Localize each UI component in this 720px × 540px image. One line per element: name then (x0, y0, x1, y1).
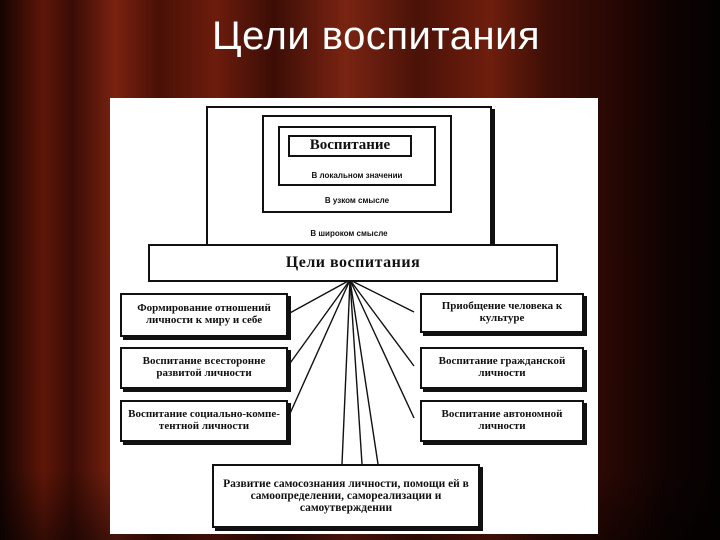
local-meaning-label: В локальном значении (311, 170, 403, 180)
right-goal-3: Воспитание автономной личности (420, 400, 584, 442)
left-goal-3: Воспитание социально-компе-тентной лично… (120, 400, 288, 442)
bottom-goal-label: Развитие самосознания личности, помощи е… (223, 477, 469, 515)
narrow-sense-label: В узком смысле (324, 195, 390, 205)
right-goal-2: Воспитание гражданской личности (420, 347, 584, 389)
left-goal-3-label: Воспитание социально-компе-тентной лично… (128, 408, 280, 432)
core-concept-box: Воспитание (288, 135, 412, 157)
bottom-goal: Развитие самосознания личности, помощи е… (212, 464, 480, 528)
broad-sense-label: В широком смысле (310, 228, 388, 238)
right-goal-1-label: Приобщение человека к культуре (441, 300, 563, 324)
left-goal-1: Формирование отношений личности к миру и… (120, 293, 288, 337)
right-goal-2-label: Воспитание гражданской личности (438, 355, 566, 379)
right-goal-1: Приобщение человека к культуре (420, 293, 584, 333)
center-goals-box: Цели воспитания (148, 244, 558, 282)
right-goal-3-label: Воспитание автономной личности (441, 408, 563, 432)
left-goal-1-label: Формирование отношений личности к миру и… (137, 302, 271, 326)
left-goal-2-label: Воспитание всесторонне развитой личности (142, 355, 266, 379)
left-goal-2: Воспитание всесторонне развитой личности (120, 347, 288, 389)
connector-lines (287, 279, 415, 465)
core-concept-label: Воспитание (309, 137, 391, 154)
slide-title: Цели воспитания (212, 14, 541, 58)
center-goals-label: Цели воспитания (285, 253, 421, 271)
goals-diagram: В широком смысле В узком смысле В локаль… (110, 98, 598, 534)
